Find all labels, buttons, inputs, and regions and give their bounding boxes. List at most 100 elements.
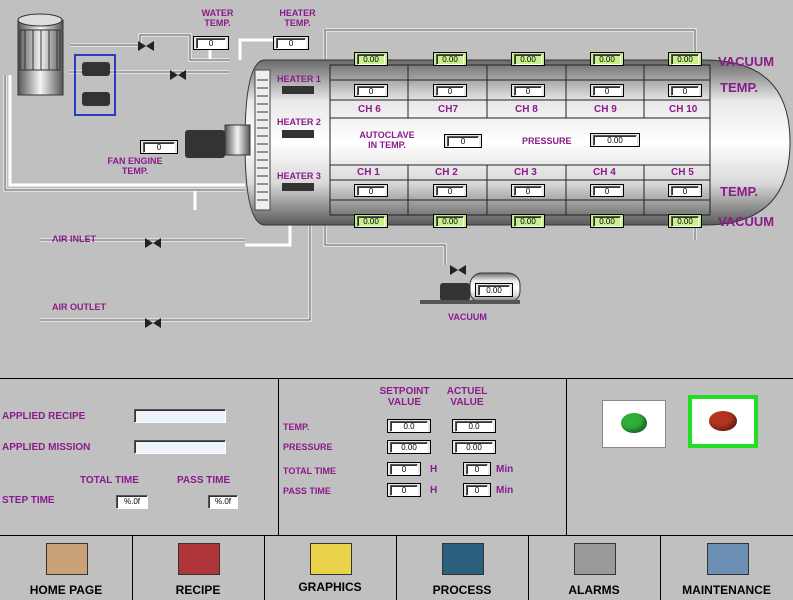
ch4-temp-frame: 0: [590, 184, 624, 197]
vacuum-pump-frame: 0.00: [475, 283, 513, 297]
pressure-setpoint-value[interactable]: 0.00: [390, 442, 428, 453]
ch3-temp-frame: 0: [511, 184, 545, 197]
stop-lamp: [709, 411, 737, 431]
water-temp-frame: 0: [193, 36, 229, 50]
water-valve-icon[interactable]: [138, 38, 154, 51]
total-time-min-frame: 0: [463, 462, 491, 476]
ch7-vacuum-frame: 0.00: [433, 52, 467, 66]
water-temp-label: WATER TEMP.: [201, 8, 234, 28]
ch6-vacuum-value: 0.00: [357, 54, 385, 65]
ch8-vacuum-frame: 0.00: [511, 52, 545, 66]
vacuum-valve-icon[interactable]: [450, 262, 466, 275]
home-icon: [46, 543, 88, 575]
nav-maintenance[interactable]: MAINTENANCE: [660, 535, 793, 600]
ch4-vacuum-frame: 0.00: [590, 214, 624, 228]
total-time-row-label: TOTAL TIME: [283, 466, 336, 476]
heater-temp-frame: 0: [273, 36, 309, 50]
ch2-temp-frame: 0: [433, 184, 467, 197]
ch1-vacuum-frame: 0.00: [354, 214, 388, 228]
ch1-vacuum-value: 0.00: [357, 216, 385, 227]
nav-recipe[interactable]: RECIPE: [132, 535, 264, 600]
vacuum-pump-label: VACUUM: [448, 312, 487, 322]
temp-setpoint-frame: 0.0: [387, 419, 431, 433]
pressure-value: 0.00: [593, 135, 637, 146]
fan-engine-temp-value: 0: [143, 142, 175, 153]
pass-time-min-frame: 0: [463, 483, 491, 497]
autoclave-in-temp-label: AUTOCLAVE IN TEMP.: [359, 130, 415, 150]
nav-recipe-label: RECIPE: [175, 583, 221, 597]
ch2-label: CH 2: [435, 167, 458, 178]
ch10-temp-frame: 0: [668, 84, 702, 97]
fan-engine-temp-frame: 0: [140, 140, 178, 154]
fan-engine-temp-label: FAN ENGINE TEMP.: [107, 156, 163, 176]
ch4-vacuum-value: 0.00: [593, 216, 621, 227]
ch3-temp-value: 0: [514, 186, 542, 196]
step-time-label: STEP TIME: [2, 495, 55, 506]
autoclave-in-temp-frame: 0: [444, 134, 482, 148]
applied-mission-field[interactable]: [134, 440, 226, 454]
ch10-vacuum-frame: 0.00: [668, 52, 702, 66]
nav-process[interactable]: PROCESS: [396, 535, 528, 600]
step-total-time-value: %.0f: [116, 495, 148, 509]
nav-maintenance-label: MAINTENANCE: [682, 583, 771, 597]
vacuum-pump-value: 0.00: [478, 285, 510, 296]
pump-valve-icon[interactable]: [170, 67, 186, 80]
temp-actual-value: 0.0: [455, 421, 493, 432]
heater-3-label: HEATER 3: [277, 171, 321, 181]
ch4-label: CH 4: [593, 167, 616, 178]
stop-button-frame: [688, 395, 758, 448]
ch2-temp-value: 0: [436, 186, 464, 196]
nav-home[interactable]: HOME PAGE: [0, 535, 132, 600]
heater-1-element: [282, 86, 314, 94]
vacuum-bottom-label: VACUUM: [718, 214, 775, 229]
air-outlet-label: AIR OUTLET: [52, 302, 106, 312]
total-time-hours-value: 0: [390, 464, 418, 475]
nav-sep-1: [132, 535, 133, 600]
panel-divider-2: [566, 378, 567, 536]
nav-graphics[interactable]: GRAPHICS: [264, 535, 396, 600]
pressure-row-label: PRESSURE: [283, 442, 333, 452]
pressure-label: PRESSURE: [522, 136, 572, 146]
nav-alarms[interactable]: ALARMS: [528, 535, 660, 600]
nav-sep-3: [396, 535, 397, 600]
vacuum-top-label: VACUUM: [718, 54, 775, 69]
ch8-temp-value: 0: [514, 86, 542, 96]
pass-time-header: PASS TIME: [177, 475, 231, 486]
nav-sep-2: [264, 535, 265, 600]
nav-sep-5: [660, 535, 661, 600]
ch8-label: CH 8: [515, 104, 538, 115]
pass-time-hours-frame: 0: [387, 483, 421, 497]
water-temp-value: 0: [196, 38, 226, 49]
start-button[interactable]: [602, 400, 666, 448]
ch9-label: CH 9: [594, 104, 617, 115]
heater-2-label: HEATER 2: [277, 117, 321, 127]
pass-time-hours-unit: H: [430, 485, 438, 496]
nav-alarms-label: ALARMS: [568, 583, 620, 597]
air-outlet-valve-icon[interactable]: [145, 315, 161, 328]
ch9-vacuum-frame: 0.00: [590, 52, 624, 66]
actual-header: ACTUEL VALUE: [446, 386, 488, 408]
temp-setpoint-value[interactable]: 0.0: [390, 421, 428, 432]
alarms-icon: [574, 543, 616, 575]
ch6-temp-value: 0: [357, 86, 385, 96]
pass-time-min-value: 0: [466, 485, 488, 496]
air-inlet-valve-icon[interactable]: [145, 235, 161, 248]
ch4-temp-value: 0: [593, 186, 621, 196]
ch3-vacuum-frame: 0.00: [511, 214, 545, 228]
ch2-vacuum-frame: 0.00: [433, 214, 467, 228]
ch3-label: CH 3: [514, 167, 537, 178]
ch8-temp-frame: 0: [511, 84, 545, 97]
ch5-vacuum-value: 0.00: [671, 216, 699, 227]
applied-recipe-field[interactable]: [134, 409, 226, 423]
temp-top-label: TEMP.: [720, 80, 759, 95]
ch8-vacuum-value: 0.00: [514, 54, 542, 65]
pass-time-hours-value: 0: [390, 485, 418, 496]
temp-bottom-label: TEMP.: [720, 184, 759, 199]
stop-button[interactable]: [692, 399, 754, 444]
nav-graphics-label: GRAPHICS: [298, 580, 362, 594]
heater-3-element: [282, 183, 314, 191]
nav-process-label: PROCESS: [432, 583, 492, 597]
ch3-vacuum-value: 0.00: [514, 216, 542, 227]
graphics-icon: [310, 543, 352, 575]
ch1-temp-value: 0: [357, 186, 385, 196]
